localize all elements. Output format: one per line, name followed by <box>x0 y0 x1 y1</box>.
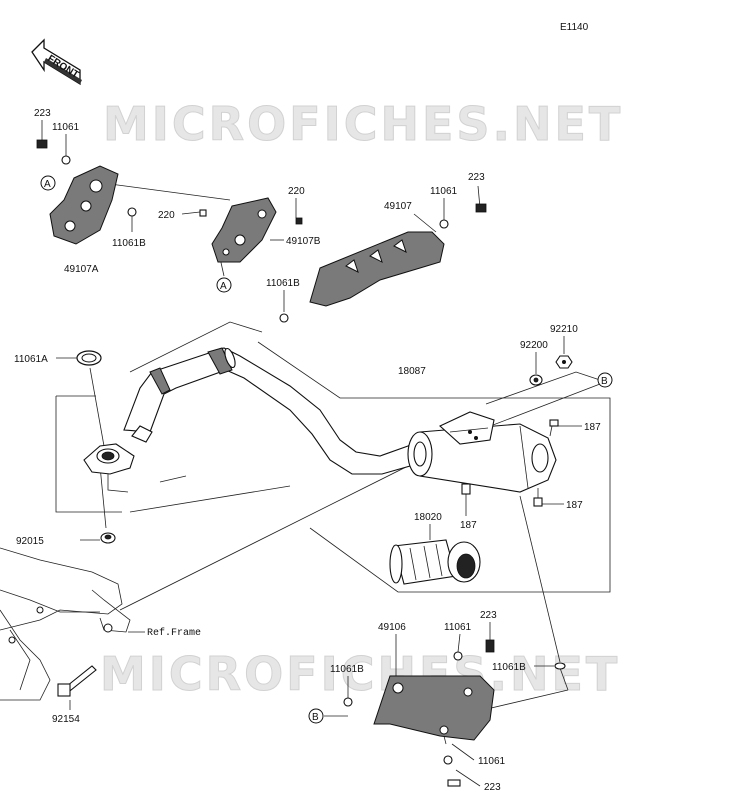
diagram-code: E1140 <box>560 22 589 33</box>
muffler <box>407 411 557 493</box>
ref-frame-label: Ref.Frame <box>147 627 201 639</box>
label-223-top-left: 223 <box>34 108 51 119</box>
label-18020: 18020 <box>414 512 442 523</box>
frame-reference <box>0 547 131 701</box>
label-11061-bottom: 11061 <box>478 756 506 767</box>
washer-92200-icon <box>529 374 543 386</box>
washer-11061b-lower-right-icon <box>554 662 566 670</box>
gasket-11061a-icon <box>76 350 102 366</box>
washer-11061-top-left-icon <box>61 155 71 165</box>
label-92210: 92210 <box>550 324 578 335</box>
exhaust-pipe <box>123 347 421 475</box>
bolt-92154-icon <box>57 665 97 697</box>
label-11061b-mid: 11061B <box>266 278 300 289</box>
washer-11061b-lower-left-icon <box>343 697 353 707</box>
washer-11061-lower-icon <box>453 651 463 661</box>
washer-11061-mid-icon <box>439 219 449 229</box>
label-11061b-top-left: 11061B <box>112 238 146 249</box>
label-11061b-lower-right: 11061B <box>492 662 526 673</box>
label-187-b: 187 <box>566 500 583 511</box>
bolt-187-b-icon <box>533 488 543 507</box>
watermark-bottom: MICROFICHES.NET <box>100 647 620 701</box>
label-223-lower: 223 <box>480 610 497 621</box>
washer-11061-bottom-icon <box>443 755 453 765</box>
label-11061-lower: 11061 <box>444 622 472 633</box>
exhaust-flange <box>83 443 135 493</box>
callout-a-top: A <box>40 175 56 191</box>
bolt-220-b-icon <box>199 209 207 217</box>
label-11061-mid: 11061 <box>430 186 458 197</box>
svg-text:B: B <box>312 712 319 723</box>
label-223-mid: 223 <box>468 172 485 183</box>
bolt-187-a-icon <box>549 419 559 437</box>
bolt-220-a-icon <box>295 217 303 225</box>
heat-guard-49106 <box>373 675 495 741</box>
heat-guard-49107 <box>309 231 445 307</box>
label-11061a: 11061A <box>14 354 48 365</box>
callout-a-bottom: A <box>216 277 232 293</box>
bolt-187-c-icon <box>461 483 471 495</box>
svg-text:B: B <box>601 376 608 387</box>
label-92015: 92015 <box>16 536 44 547</box>
front-arrow-icon: FRONT <box>31 38 82 86</box>
part-labels: 223 11061 11061B 49107A 220 220 49107B 4… <box>14 108 601 793</box>
label-11061-top-left: 11061 <box>52 122 80 133</box>
leader-lines <box>41 120 582 787</box>
label-92154: 92154 <box>52 714 80 725</box>
callout-b-bottom: B <box>308 708 324 724</box>
nut-92015-icon <box>100 532 116 544</box>
label-223-bottom: 223 <box>484 782 501 793</box>
spark-arrester <box>389 539 481 585</box>
label-92200: 92200 <box>520 340 548 351</box>
label-220-a: 220 <box>288 186 305 197</box>
svg-text:A: A <box>220 281 227 292</box>
watermark-top: MICROFICHES.NET <box>103 97 623 151</box>
heat-guard-49107b <box>211 197 277 263</box>
label-49107b: 49107B <box>286 236 321 247</box>
svg-text:A: A <box>44 179 51 190</box>
label-187-c: 187 <box>460 520 477 531</box>
label-49107: 49107 <box>384 201 412 212</box>
bolt-223-lower-icon <box>485 639 495 653</box>
label-49106: 49106 <box>378 622 406 633</box>
label-220-b: 220 <box>158 210 175 221</box>
bolt-223-top-left-icon <box>36 139 48 149</box>
bolt-223-bottom-icon <box>447 779 461 787</box>
callout-b-right: B <box>597 372 613 388</box>
bolt-223-mid-icon <box>475 203 487 213</box>
washer-11061b-top-left-icon <box>127 207 137 217</box>
label-11061b-lower-left: 11061B <box>330 664 364 675</box>
label-49107a: 49107A <box>64 264 99 275</box>
nut-92210-icon <box>555 355 573 369</box>
washer-11061b-mid-icon <box>279 313 289 323</box>
label-187-a: 187 <box>584 422 601 433</box>
heat-guard-49107a <box>49 165 119 245</box>
label-18087: 18087 <box>398 366 426 377</box>
